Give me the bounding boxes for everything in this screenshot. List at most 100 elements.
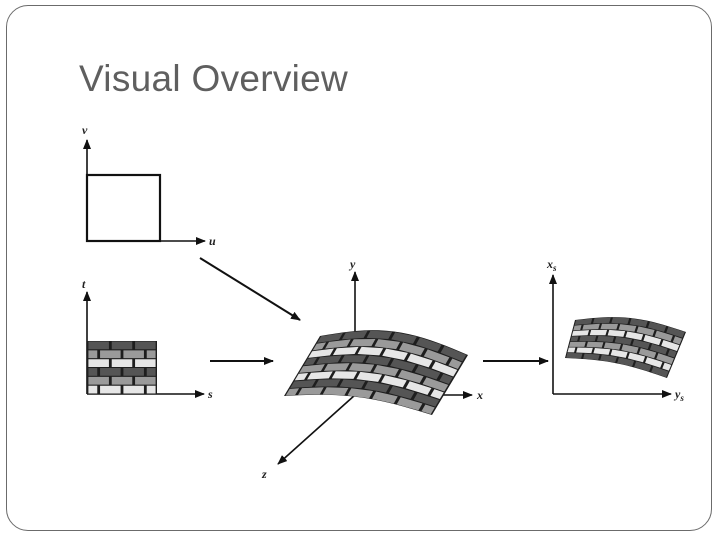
brick: [627, 352, 646, 363]
brick: [573, 325, 582, 331]
brick: [430, 389, 444, 400]
brick: [100, 385, 121, 394]
uv-panel: v u: [82, 123, 216, 248]
brick: [339, 379, 366, 389]
brick: [618, 324, 637, 332]
brick: [593, 347, 611, 355]
brick: [634, 361, 652, 372]
brick: [672, 336, 683, 345]
brick: [396, 397, 423, 411]
st-panel: t s: [82, 277, 213, 401]
brick: [390, 358, 416, 372]
brick: [397, 369, 424, 384]
brick: [317, 332, 343, 343]
brick: [583, 353, 600, 361]
brick: [662, 362, 672, 371]
brick: [111, 359, 133, 367]
u-axis-label: u: [209, 234, 216, 248]
brick: [596, 335, 615, 343]
brick: [100, 350, 121, 359]
brick: [582, 323, 600, 330]
brick: [593, 317, 611, 324]
brick: [600, 323, 619, 330]
brick: [111, 341, 133, 350]
brick: [566, 352, 583, 359]
brick: [312, 342, 327, 351]
brick: [576, 347, 593, 354]
projected-brick-surface: [565, 317, 686, 378]
brick: [135, 341, 156, 350]
brick: [88, 359, 109, 367]
brick: [423, 349, 450, 365]
brick: [135, 376, 156, 385]
slide-frame: [6, 5, 712, 531]
brick: [374, 339, 401, 350]
brick: [349, 338, 376, 347]
brick: [372, 391, 398, 404]
brick: [123, 385, 144, 394]
brick: [611, 317, 630, 324]
brick: [373, 364, 399, 377]
brick: [88, 385, 98, 394]
brick: [331, 371, 358, 379]
slide-title: Visual Overview: [79, 58, 349, 99]
brick: [589, 329, 608, 336]
brick: [654, 330, 673, 342]
brick: [617, 357, 635, 367]
brick: [146, 385, 156, 394]
brick: [629, 318, 648, 328]
x-axis-label: x: [476, 388, 483, 402]
brick: [415, 337, 442, 352]
brick: [303, 357, 318, 366]
brick: [431, 361, 458, 377]
brick: [88, 368, 98, 376]
brick: [651, 366, 669, 378]
curved-brick-surface: [284, 330, 468, 415]
brick: [382, 348, 408, 361]
brick: [388, 386, 415, 399]
brick: [308, 348, 334, 358]
brick: [348, 363, 375, 372]
brick: [405, 381, 432, 395]
brick: [656, 353, 674, 365]
brick: [347, 388, 374, 399]
brick: [643, 334, 662, 346]
brick: [406, 353, 433, 368]
object-space-panel: y x z: [261, 257, 483, 481]
brick: [600, 354, 617, 363]
z-axis: [277, 394, 356, 465]
brick: [325, 339, 351, 349]
brick: [607, 329, 626, 337]
brick: [638, 348, 657, 359]
brick: [603, 342, 622, 350]
brick: [135, 359, 156, 367]
brick: [636, 326, 655, 336]
brick: [579, 335, 597, 342]
brick: [413, 392, 440, 407]
brick: [414, 365, 441, 380]
arrow-uv-to-surface: [199, 257, 301, 321]
brick: [146, 368, 156, 376]
brick: [323, 363, 350, 371]
brick: [290, 379, 316, 388]
brick: [621, 344, 639, 354]
brick: [625, 331, 644, 341]
brick: [365, 355, 392, 366]
brick: [567, 347, 576, 353]
xs-axis-label: xs: [546, 257, 557, 273]
t-axis-label: t: [82, 277, 86, 291]
brick: [574, 318, 593, 325]
brick: [422, 377, 449, 392]
brick: [123, 368, 144, 376]
brick: [100, 368, 121, 376]
brick-texture: [87, 341, 157, 394]
brick: [88, 376, 109, 385]
brick: [649, 343, 668, 355]
brick: [448, 358, 462, 369]
brick: [661, 339, 680, 351]
z-axis-label: z: [261, 467, 267, 481]
brick: [610, 349, 628, 358]
brick: [632, 339, 650, 350]
brick: [111, 376, 133, 385]
brick: [666, 326, 685, 338]
